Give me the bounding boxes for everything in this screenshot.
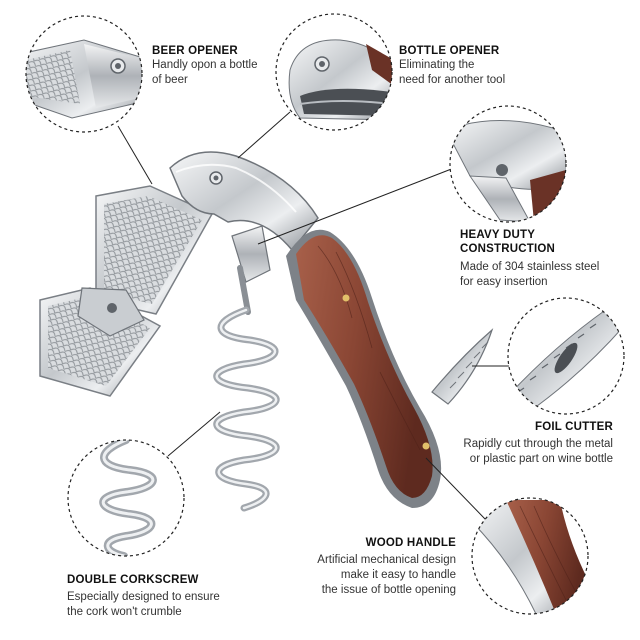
callout-beer-opener: BEER OPENER Handly opon a bottle of beer	[152, 44, 258, 88]
leader-lines	[117, 111, 510, 521]
callout-desc-line: or plastic part on wine bottle	[469, 453, 613, 465]
wood-handle-main	[286, 229, 442, 508]
callout-desc-line: make it easy to handle	[340, 569, 456, 581]
callout-desc-line: for easy insertion	[460, 276, 548, 288]
callout-foil-cutter: FOIL CUTTER Rapidly cut through the meta…	[413, 420, 613, 467]
callout-desc-line: of beer	[152, 74, 188, 86]
callout-title: BEER OPENER	[152, 45, 238, 57]
callout-title-line: CONSTRUCTION	[460, 243, 556, 255]
callout-desc-line: Made of 304 stainless steel	[460, 261, 600, 273]
callout-desc-line: need for another tool	[399, 74, 506, 86]
callout-title-line: HEAVY DUTY	[460, 229, 536, 241]
callout-desc-line: Eliminating the	[399, 59, 475, 71]
callout-title: FOIL CUTTER	[534, 421, 613, 433]
callout-title: WOOD HANDLE	[365, 537, 456, 549]
callout-desc-line: the cork won't crumble	[67, 606, 182, 618]
callout-heavy-duty: HEAVY DUTY CONSTRUCTION Made of 304 stai…	[460, 228, 599, 290]
callout-bottle-opener: BOTTLE OPENER Eliminating the need for a…	[399, 44, 505, 88]
steel-body	[169, 151, 319, 252]
bottle-opener-detail	[275, 13, 393, 131]
callout-desc-line: Rapidly cut through the metal	[463, 438, 613, 450]
callout-wood-handle: WOOD HANDLE Artificial mechanical design…	[296, 536, 456, 598]
callout-desc-line: Artificial mechanical design	[317, 554, 456, 566]
corkscrew-worm	[213, 265, 280, 512]
callout-desc-line: the issue of bottle opening	[321, 584, 456, 596]
callout-double-corkscrew: DOUBLE CORKSCREW Especially designed to …	[67, 573, 220, 620]
foil-cutter-detail	[507, 297, 625, 415]
beer-opener-detail	[25, 15, 143, 133]
callout-desc-line: Especially designed to ensure	[67, 591, 220, 603]
callout-title: BOTTLE OPENER	[399, 45, 500, 57]
main-tool	[39, 151, 494, 512]
double-corkscrew-detail	[67, 439, 185, 557]
callout-desc-line: Handly opon a bottle	[152, 59, 258, 71]
wood-handle-detail	[471, 497, 589, 615]
heavy-duty-detail	[449, 105, 567, 223]
callout-title: DOUBLE CORKSCREW	[67, 574, 199, 586]
foil-cutter-blade	[431, 328, 494, 405]
lever-arm	[39, 185, 214, 397]
